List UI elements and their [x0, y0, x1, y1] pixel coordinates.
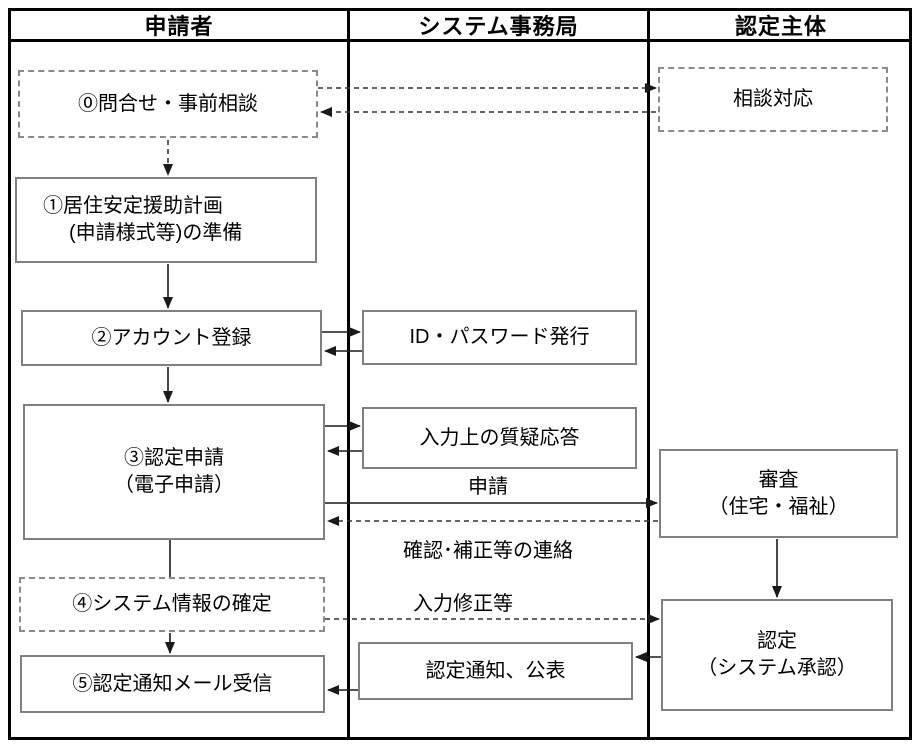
box-review: 審査 （住宅・福祉） [659, 449, 898, 538]
label-input-fix: 入力修正等 [413, 593, 513, 615]
box-id-password-label: ID・パスワード発行 [409, 326, 590, 348]
box-notice-publish: 認定通知、公表 [358, 642, 633, 700]
box-step1-line1: ①居住安定援助計画 [43, 195, 223, 217]
box-notice-publish-label: 認定通知、公表 [425, 659, 566, 682]
box-step1-line2: (申請様式等)の準備 [69, 222, 243, 244]
label-confirm-correction: 確認･補正等の連絡 [403, 540, 573, 562]
box-step4-confirm-info: ④システム情報の確定 [19, 577, 325, 632]
box-id-password: ID・パスワード発行 [362, 310, 637, 365]
box-step3-application: ③認定申請 （電子申請） [23, 404, 325, 540]
box-input-qa-label: 入力上の質疑応答 [419, 426, 580, 449]
header-applicant: 申請者 [144, 14, 214, 39]
label-apply: 申請 [468, 476, 508, 498]
box-consultation-label: 相談対応 [733, 88, 813, 110]
box-step3-line2: （電子申請） [114, 474, 234, 496]
header-authority: 認定主体 [734, 14, 827, 39]
box-input-qa: 入力上の質疑応答 [362, 407, 637, 469]
box-review-line1: 審査 [758, 468, 799, 491]
header-divider-line [8, 39, 912, 42]
box-step1-plan: ①居住安定援助計画 (申請様式等)の準備 [15, 177, 317, 263]
box-step0-label: ⓪問合せ・事前相談 [78, 92, 258, 115]
box-step5-label: ⑤認定通知メール受信 [72, 672, 273, 695]
column-divider-2 [647, 8, 650, 740]
box-step2-account: ②アカウント登録 [21, 310, 322, 366]
column-divider-1 [347, 8, 350, 740]
box-step3-line1: ③認定申請 [124, 447, 224, 469]
box-approval-line2: （システム承認） [697, 657, 857, 679]
table-outer-border [8, 8, 912, 740]
box-consultation: 相談対応 [658, 67, 888, 132]
box-review-line2: （住宅・福祉） [708, 495, 849, 518]
box-approval-line1: 認定 [757, 630, 797, 652]
box-step0-inquiry: ⓪問合せ・事前相談 [18, 70, 318, 138]
box-step4-label: ④システム情報の確定 [72, 593, 272, 615]
box-step5-mail: ⑤認定通知メール受信 [20, 655, 325, 713]
header-secretariat: システム事務局 [418, 14, 579, 39]
box-approval: 認定 （システム承認） [661, 599, 893, 711]
box-step2-label: ②アカウント登録 [91, 326, 252, 349]
